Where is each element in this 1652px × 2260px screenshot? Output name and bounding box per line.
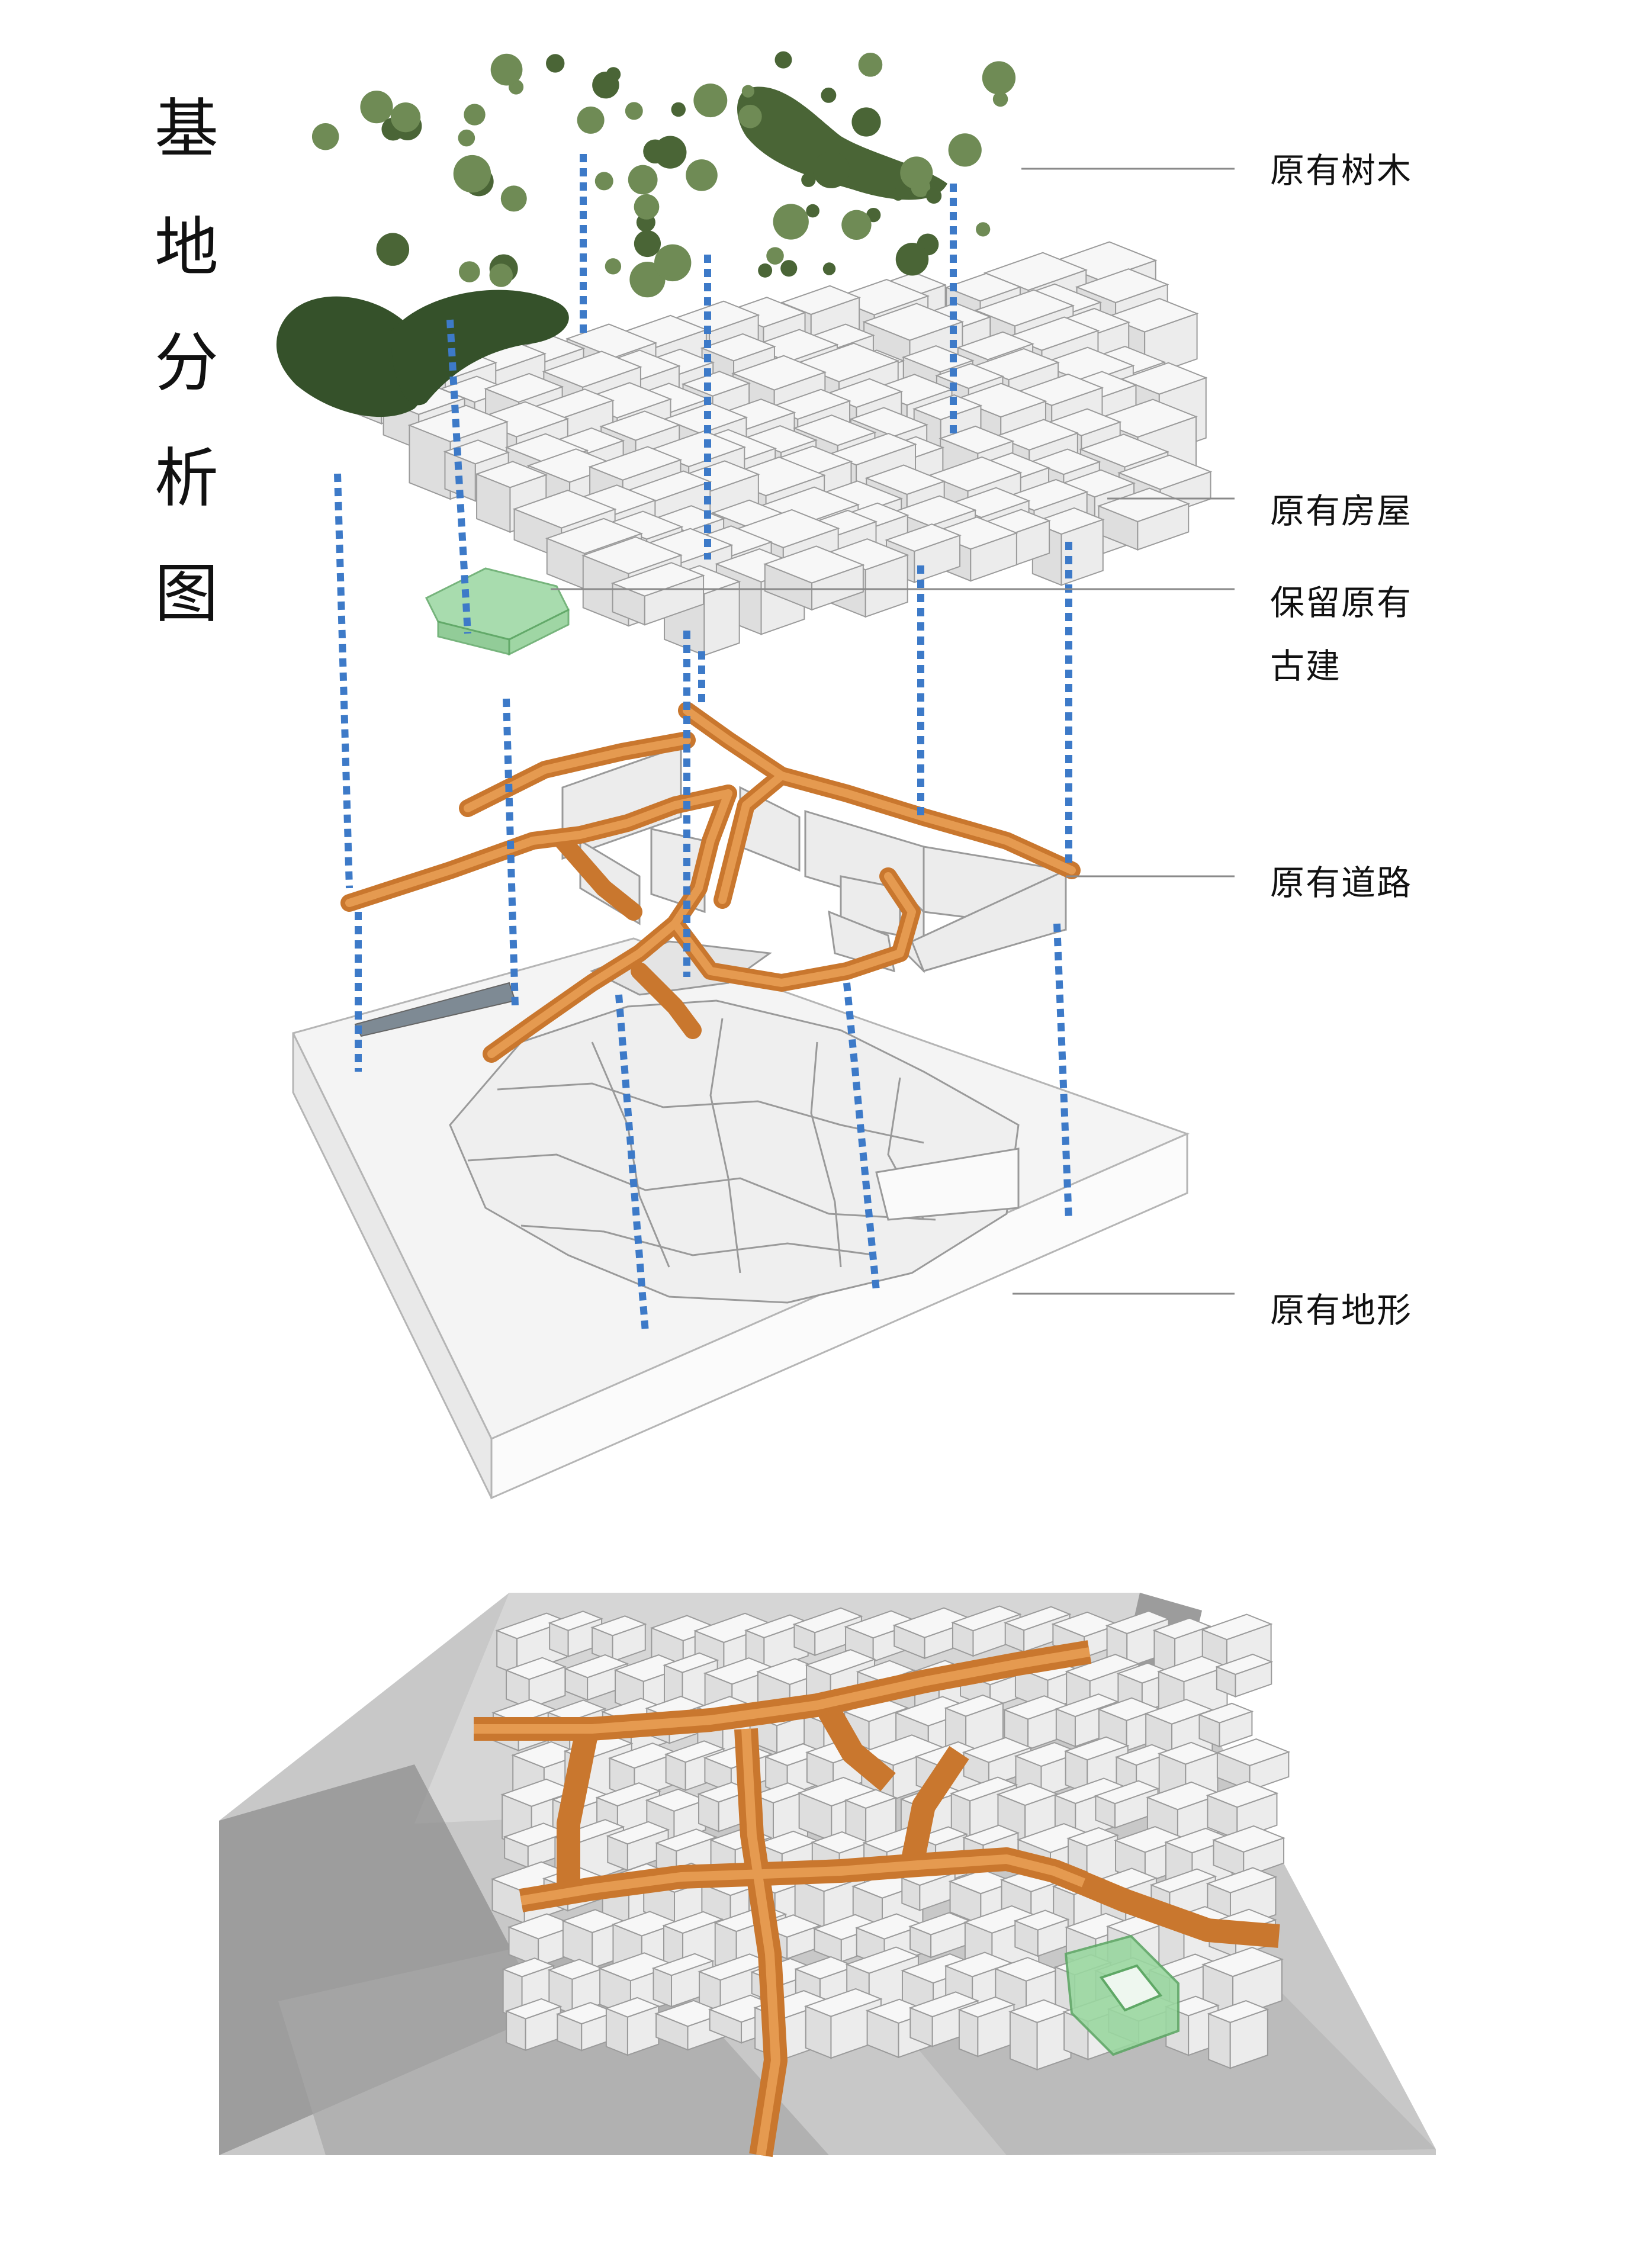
road-layer: [340, 702, 1081, 1063]
title-char-1: 基: [154, 92, 218, 166]
tree-canopy: [773, 204, 809, 240]
composite-house-block: [1207, 2000, 1269, 2069]
layer-connector-lines: [334, 154, 1072, 1333]
tree-canopy: [628, 165, 658, 195]
tree-layer: [276, 51, 1016, 417]
composite-house-block: [1008, 1999, 1073, 2071]
heritage-building: [425, 567, 570, 656]
tree-canopy: [758, 263, 773, 278]
connector-line: [334, 473, 353, 889]
composite-house-block: [547, 1959, 605, 2015]
tree-canopy: [490, 53, 523, 86]
composite-house-block: [1206, 1780, 1279, 1840]
title-char-4: 析: [154, 442, 218, 516]
tree-canopy: [453, 155, 491, 193]
composite-house-block: [590, 1615, 647, 1663]
connector-line: [1053, 923, 1072, 1220]
house-block: [763, 545, 865, 611]
tree-canopy: [693, 83, 728, 118]
title-char-3: 分: [154, 326, 218, 400]
tree-canopy: [780, 260, 798, 277]
label-heritage-line2: 古建: [1270, 646, 1342, 686]
composite-heritage-building: [1064, 1934, 1179, 2056]
tree-canopy: [926, 188, 942, 204]
tree-canopy: [892, 188, 905, 201]
tree-canopy: [360, 91, 393, 124]
tree-canopy: [812, 151, 850, 188]
tree-canopy: [774, 51, 792, 69]
tree-canopy: [741, 85, 754, 98]
tree-canopy: [895, 243, 929, 276]
tree-canopy: [858, 52, 883, 77]
tree-canopy: [654, 244, 692, 282]
tree-canopy: [976, 222, 991, 237]
tree-canopy: [821, 87, 837, 103]
tree-canopy: [634, 194, 660, 220]
composite-aerial-view: [219, 1593, 1436, 2158]
label-existing-roads: 原有道路: [1270, 863, 1413, 903]
tree-canopy: [766, 247, 784, 265]
tree-canopy: [458, 261, 480, 282]
house-block: [610, 562, 705, 626]
tree-canopy: [464, 104, 486, 126]
composite-house-block: [504, 1998, 563, 2052]
tree-canopy: [643, 139, 667, 164]
tree-canopy: [606, 67, 621, 82]
connector-line: [446, 319, 471, 634]
composite-house-block: [844, 1789, 898, 1846]
tree-canopy: [822, 262, 836, 275]
tree-canopy: [671, 102, 686, 117]
label-existing-terrain: 原有地形: [1270, 1290, 1413, 1330]
label-heritage-line1: 保留原有: [1270, 583, 1413, 623]
terrain-layer: [291, 937, 1190, 1500]
tree-canopy: [390, 102, 421, 133]
tree-canopy: [634, 230, 661, 258]
tree-canopy: [806, 204, 819, 218]
tree-canopy: [841, 210, 872, 240]
tree-canopy: [948, 133, 982, 167]
tree-canopy: [686, 159, 718, 191]
label-existing-trees: 原有树木: [1270, 150, 1413, 191]
composite-house-block: [957, 1996, 1016, 2058]
composite-house-block: [605, 1997, 661, 2056]
composite-house-block: [1215, 1653, 1274, 1698]
tree-canopy: [577, 106, 605, 134]
tree-canopy: [851, 107, 881, 137]
tree-canopy: [738, 104, 762, 128]
tree-canopy: [594, 172, 613, 191]
composite-house-block: [792, 1607, 863, 1657]
tree-canopy: [801, 172, 816, 187]
tree-canopy: [992, 91, 1008, 107]
composite-house-block: [1216, 1738, 1291, 1792]
composite-house-block: [1211, 1825, 1285, 1878]
label-existing-houses: 原有房屋: [1270, 491, 1413, 531]
tree-canopy: [376, 233, 410, 266]
title-char-5: 图: [154, 557, 218, 631]
title-char-2: 地: [154, 211, 218, 285]
connector-line: [503, 698, 519, 1007]
tree-canopy: [625, 102, 643, 120]
composite-house-block: [908, 1991, 980, 2047]
tree-canopy: [311, 123, 339, 150]
leader-lines: [551, 168, 1235, 1295]
tree-canopy: [605, 258, 622, 275]
tree-canopy: [900, 156, 933, 189]
composite-house-block: [504, 1657, 567, 1709]
tree-canopy: [458, 129, 475, 147]
composite-house-block: [996, 1782, 1059, 1843]
house-block: [1097, 487, 1191, 551]
tree-canopy: [500, 185, 527, 212]
composite-house-block: [962, 1737, 1033, 1788]
connector-line: [843, 982, 880, 1291]
tree-canopy: [982, 61, 1016, 95]
tree-canopy: [546, 54, 565, 73]
tree-canopy: [489, 263, 513, 287]
composite-house-block: [1197, 1702, 1254, 1748]
